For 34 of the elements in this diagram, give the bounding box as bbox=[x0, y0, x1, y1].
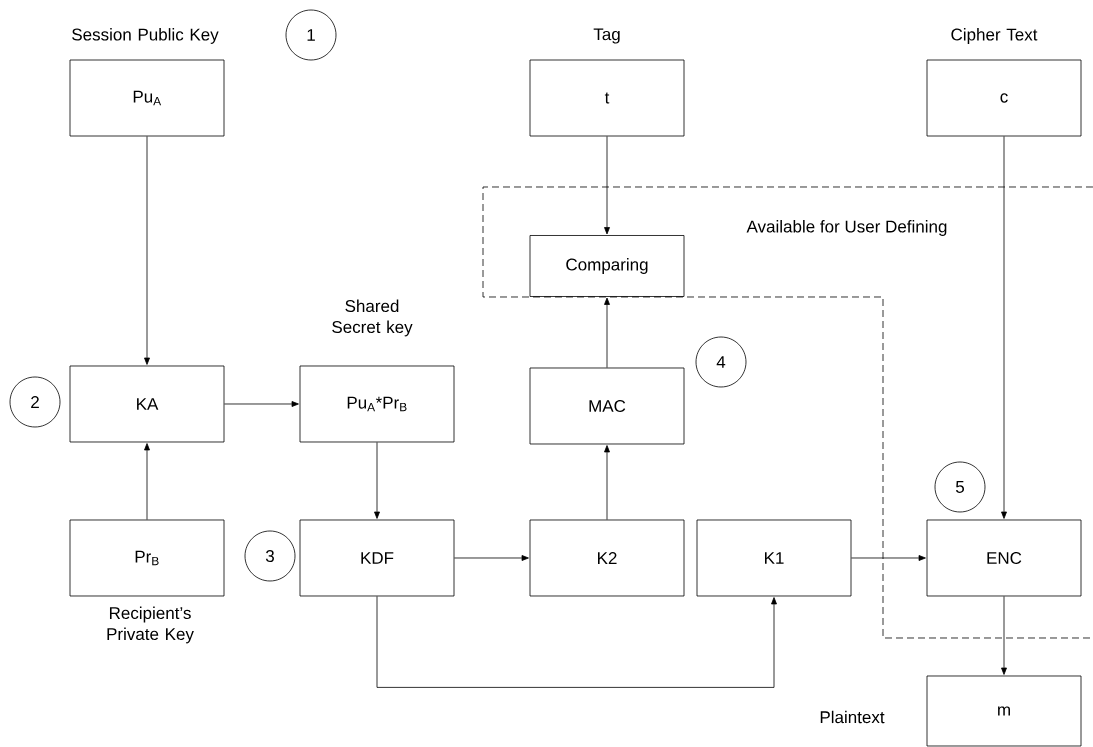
process-box: c bbox=[926, 59, 1082, 137]
process-box: KA bbox=[69, 365, 225, 443]
node-label: Session Public Key bbox=[72, 28, 219, 44]
step-number: 1 bbox=[285, 9, 337, 61]
step-number: 5 bbox=[934, 461, 986, 513]
process-box: m bbox=[926, 675, 1082, 747]
process-box: MAC bbox=[529, 367, 685, 445]
arrow bbox=[144, 443, 150, 520]
process-box: Pu$_{A}$*Pr$_{B}$ bbox=[299, 365, 455, 443]
arrow bbox=[374, 442, 380, 519]
step-number: 4 bbox=[695, 336, 747, 388]
arrow bbox=[1001, 136, 1007, 519]
process-box: t bbox=[529, 59, 685, 137]
process-box: Comparing bbox=[529, 235, 685, 297]
arrow bbox=[604, 136, 610, 235]
process-box: Pr$_{B}$ bbox=[69, 519, 225, 597]
arrow bbox=[144, 136, 150, 365]
node-label: Recipient’s Private Key bbox=[107, 606, 194, 644]
process-box: ENC bbox=[926, 519, 1082, 597]
arrow bbox=[604, 445, 610, 520]
arrow bbox=[604, 297, 610, 368]
step-number: 2 bbox=[9, 376, 61, 428]
arrow bbox=[851, 555, 926, 561]
arrow bbox=[376, 596, 777, 688]
process-box: Pu$_{A}$ bbox=[69, 59, 225, 137]
step-number: 3 bbox=[244, 530, 296, 582]
node-label: Cipher Text bbox=[951, 28, 1038, 44]
node-label: Plaintext bbox=[820, 710, 885, 724]
arrow bbox=[224, 401, 299, 407]
node-label: Shared Secret key bbox=[332, 299, 413, 337]
process-box: KDF bbox=[299, 519, 455, 597]
node-label: Tag bbox=[593, 28, 620, 44]
arrow bbox=[454, 555, 529, 561]
arrow bbox=[1001, 596, 1007, 675]
